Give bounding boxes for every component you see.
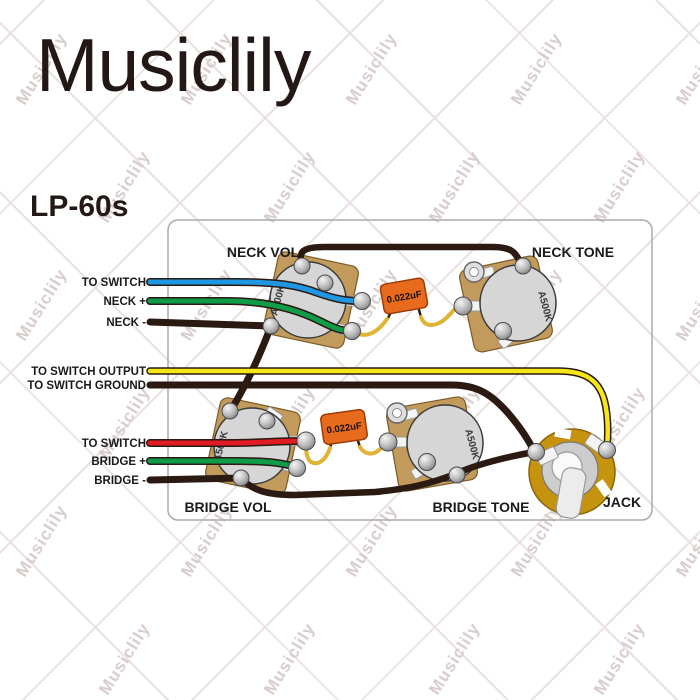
solder-lug	[262, 317, 280, 335]
solder-lug	[232, 469, 250, 487]
label-neck-plus: NECK +	[104, 296, 147, 308]
bridge-tone-pot: A500K	[385, 396, 484, 492]
model-name: LP-60s	[30, 190, 129, 223]
solder-lug	[343, 322, 361, 340]
neck-tone-label: NECK TONE	[532, 244, 614, 260]
label-bridge-plus: BRIDGE +	[91, 456, 146, 468]
wire-bridge-minus	[146, 474, 245, 484]
solder-lug	[293, 257, 311, 275]
bridge-tone-capacitor: 0.022uF	[304, 408, 389, 466]
solder-lug	[378, 432, 398, 452]
solder-lug	[448, 466, 466, 484]
wire-to-switch-bridge	[147, 438, 308, 446]
jack-tip-lug	[598, 441, 616, 459]
neck-vol-label: NECK VOL	[227, 244, 300, 260]
label-to-switch-neck: TO SWITCH	[82, 277, 146, 289]
label-bridge-minus: BRIDGE -	[94, 475, 146, 487]
bridge-vol-label: BRIDGE VOL	[184, 499, 272, 515]
brand-logo: Musiclily	[36, 23, 311, 107]
label-neck-minus: NECK -	[106, 317, 146, 329]
solder-lug	[453, 296, 473, 316]
solder-lug	[288, 459, 306, 477]
solder-lug	[296, 431, 316, 451]
solder-lug	[494, 322, 512, 340]
solder-lug	[353, 292, 371, 310]
bridge-tone-label: BRIDGE TONE	[433, 499, 530, 515]
jack-label: JACK	[603, 494, 641, 510]
wire-neck-minus	[146, 318, 275, 330]
jack-sleeve-lug	[527, 443, 545, 461]
solder-lug	[316, 274, 334, 292]
label-to-switch-bridge: TO SWITCH	[82, 438, 146, 450]
label-to-switch-ground: TO SWITCH GROUND	[27, 380, 146, 392]
label-to-switch-output: TO SWITCH OUTPUT	[31, 366, 146, 378]
solder-lug	[221, 402, 239, 420]
solder-lug	[514, 257, 532, 275]
solder-lug	[258, 412, 276, 430]
solder-lug	[418, 453, 436, 471]
